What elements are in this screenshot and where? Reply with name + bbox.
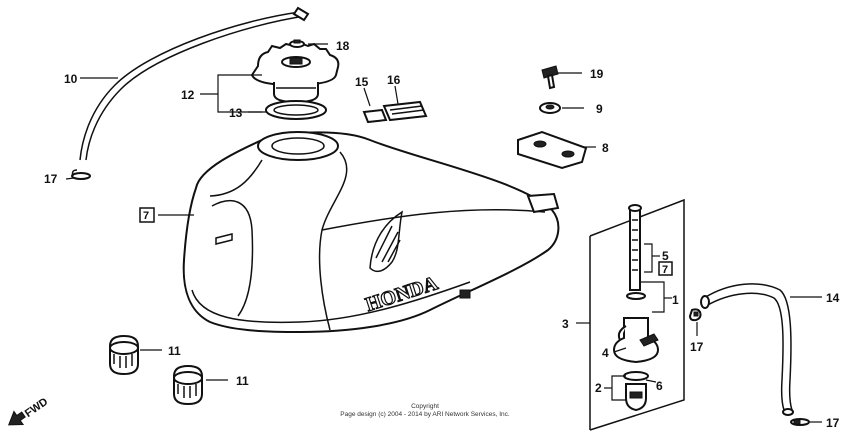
breather-hose-part[interactable] xyxy=(79,6,310,161)
label-7-tank[interactable]: 7 xyxy=(143,210,149,222)
label-17-bottom[interactable]: 17 xyxy=(826,416,840,430)
label-5[interactable]: 5 xyxy=(662,249,669,263)
label-3[interactable]: 3 xyxy=(562,317,569,331)
label-8[interactable]: 8 xyxy=(602,141,609,155)
cap-gasket-part[interactable] xyxy=(265,100,327,120)
label-9[interactable]: 9 xyxy=(596,102,603,116)
ref-box-7-tank xyxy=(139,207,155,223)
label-1[interactable]: 1 xyxy=(672,293,679,307)
label-7-valve[interactable]: 7 xyxy=(662,264,668,276)
forward-direction-indicator: FWD xyxy=(7,396,50,426)
label-2[interactable]: 2 xyxy=(595,381,602,395)
label-4[interactable]: 4 xyxy=(602,346,609,360)
fwd-label: FWD xyxy=(23,396,50,420)
label-15[interactable]: 15 xyxy=(355,75,369,89)
cap-washer-part[interactable] xyxy=(289,39,305,48)
label-17-mid[interactable]: 17 xyxy=(690,340,704,354)
label-12[interactable]: 12 xyxy=(181,88,195,102)
right-washer-part[interactable] xyxy=(539,102,561,114)
label-10[interactable]: 10 xyxy=(64,72,78,86)
label-18[interactable]: 18 xyxy=(336,39,350,53)
bolt-part[interactable] xyxy=(541,65,559,90)
copyright-line-2: Page design (c) 2004 - 2014 by ARI Netwo… xyxy=(340,411,510,418)
hose-clip-left-part[interactable] xyxy=(71,169,91,180)
label-11-b[interactable]: 11 xyxy=(236,374,249,388)
cushion-part-b[interactable] xyxy=(173,364,203,406)
forward-arrow-icon xyxy=(7,410,26,426)
label-11-a[interactable]: 11 xyxy=(168,344,181,358)
caution-label-parts[interactable] xyxy=(362,100,428,124)
ref-box-7-valve xyxy=(658,261,673,276)
mounting-bracket-part[interactable] xyxy=(517,130,588,170)
label-14[interactable]: 14 xyxy=(826,291,840,305)
fuel-valve-assembly[interactable] xyxy=(589,198,685,431)
label-16[interactable]: 16 xyxy=(387,73,401,87)
fuel-tank-body[interactable] xyxy=(182,131,560,334)
fuel-cap-part[interactable] xyxy=(250,41,340,104)
hose-clip-mid-part[interactable] xyxy=(688,308,702,322)
label-6[interactable]: 6 xyxy=(656,379,663,393)
fuel-hose-part[interactable] xyxy=(700,283,794,416)
label-19[interactable]: 19 xyxy=(590,67,604,81)
label-13[interactable]: 13 xyxy=(229,106,243,120)
label-17-left[interactable]: 17 xyxy=(44,172,58,186)
hose-clip-bottom-part[interactable] xyxy=(790,418,810,426)
cushion-part-a[interactable] xyxy=(109,334,139,376)
copyright-line-1: Copyright xyxy=(411,403,439,410)
